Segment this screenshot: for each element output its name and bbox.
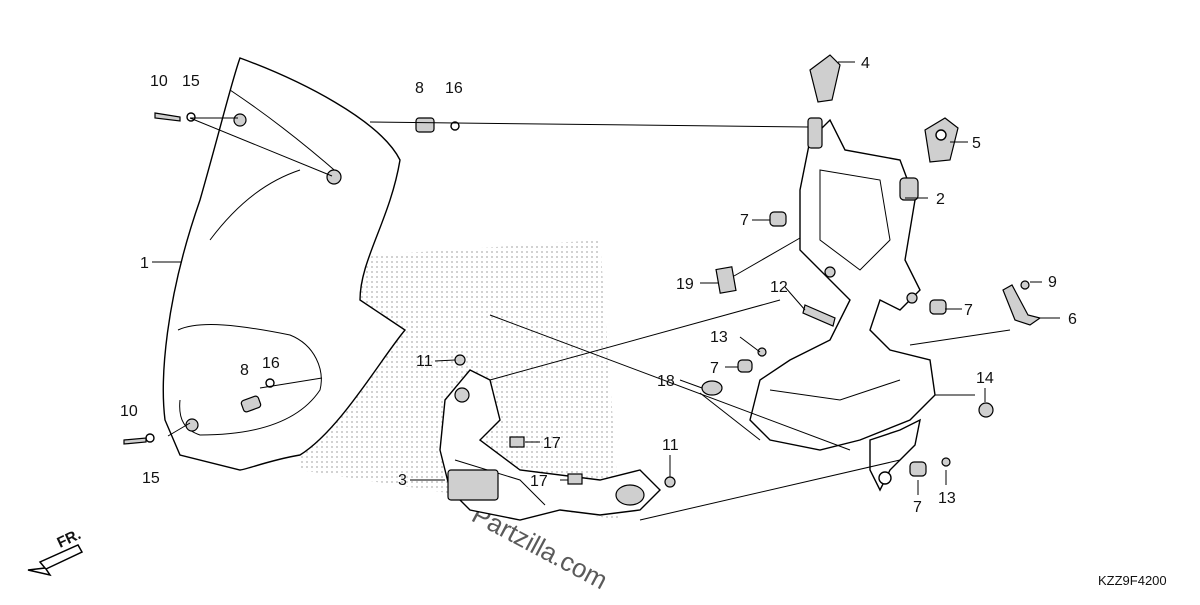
callout-2: 2 — [936, 191, 945, 208]
callout-5: 5 — [972, 135, 981, 152]
callout-10b: 10 — [120, 403, 138, 420]
callout-9: 9 — [1048, 274, 1057, 291]
callout-11a: 11 — [416, 353, 433, 370]
part-collar-19 — [715, 266, 737, 294]
leader-lines — [152, 61, 1060, 521]
callout-12: 12 — [770, 279, 788, 296]
callout-14: 14 — [976, 370, 994, 387]
part-clip-5 — [924, 117, 959, 163]
front-direction-arrow: FR. — [27, 526, 84, 577]
callout-1: 1 — [140, 255, 149, 272]
callout-6: 6 — [1068, 311, 1077, 328]
callout-18: 18 — [657, 373, 675, 390]
callout-15b: 15 — [142, 470, 160, 487]
diagram-code: KZZ9F4200 — [1098, 573, 1167, 588]
callout-13b: 13 — [938, 490, 956, 507]
callout-8a: 8 — [415, 80, 424, 97]
callout-7b: 7 — [964, 302, 973, 319]
callout-11b: 11 — [662, 437, 679, 454]
part-bolt-12 — [802, 304, 836, 327]
callout-19: 19 — [676, 276, 694, 293]
callout-3: 3 — [398, 472, 407, 489]
callout-10a: 10 — [150, 73, 168, 90]
part-clip-4 — [809, 54, 841, 103]
callout-labels: 1 2 3 4 5 6 7 7 7 7 8 8 9 10 10 11 11 12… — [120, 55, 1077, 516]
callout-17a: 17 — [543, 435, 561, 452]
callout-15a: 15 — [182, 73, 200, 90]
part-grommets — [123, 112, 1030, 488]
callout-7c: 7 — [710, 360, 719, 377]
part-clip-6 — [1002, 284, 1042, 326]
lower-bracket — [439, 369, 661, 521]
callout-7a: 7 — [740, 212, 749, 229]
callout-8b: 8 — [240, 362, 249, 379]
callout-16b: 16 — [262, 355, 280, 372]
callout-7d: 7 — [913, 499, 922, 516]
watermark-logo — [300, 240, 620, 520]
callout-4: 4 — [861, 55, 870, 72]
stay-bracket — [749, 117, 936, 492]
callout-16a: 16 — [445, 80, 463, 97]
callout-17b: 17 — [530, 473, 548, 490]
windscreen — [162, 57, 407, 471]
callout-13a: 13 — [710, 329, 728, 346]
